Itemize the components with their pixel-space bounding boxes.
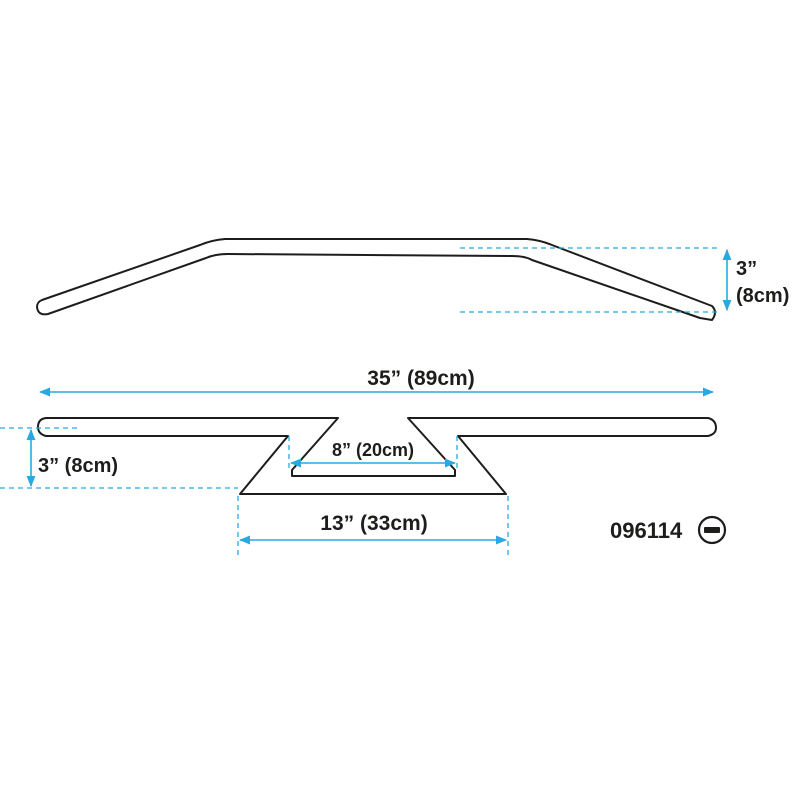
inner-width-label: 8” (20cm) (332, 440, 414, 460)
handlebar-side-view (36, 238, 716, 321)
side-rise-label-line1: 3” (736, 258, 757, 280)
outer-width-label: 13” (33cm) (320, 512, 427, 535)
part-number: 096114 (610, 518, 683, 543)
side-rise-label-line2: (8cm) (736, 285, 789, 307)
finish-symbol-icon: − (697, 515, 727, 545)
handlebar-front-view (37, 417, 717, 495)
overall-width-label: 35” (89cm) (367, 367, 474, 390)
front-rise-label: 3” (8cm) (38, 455, 118, 477)
